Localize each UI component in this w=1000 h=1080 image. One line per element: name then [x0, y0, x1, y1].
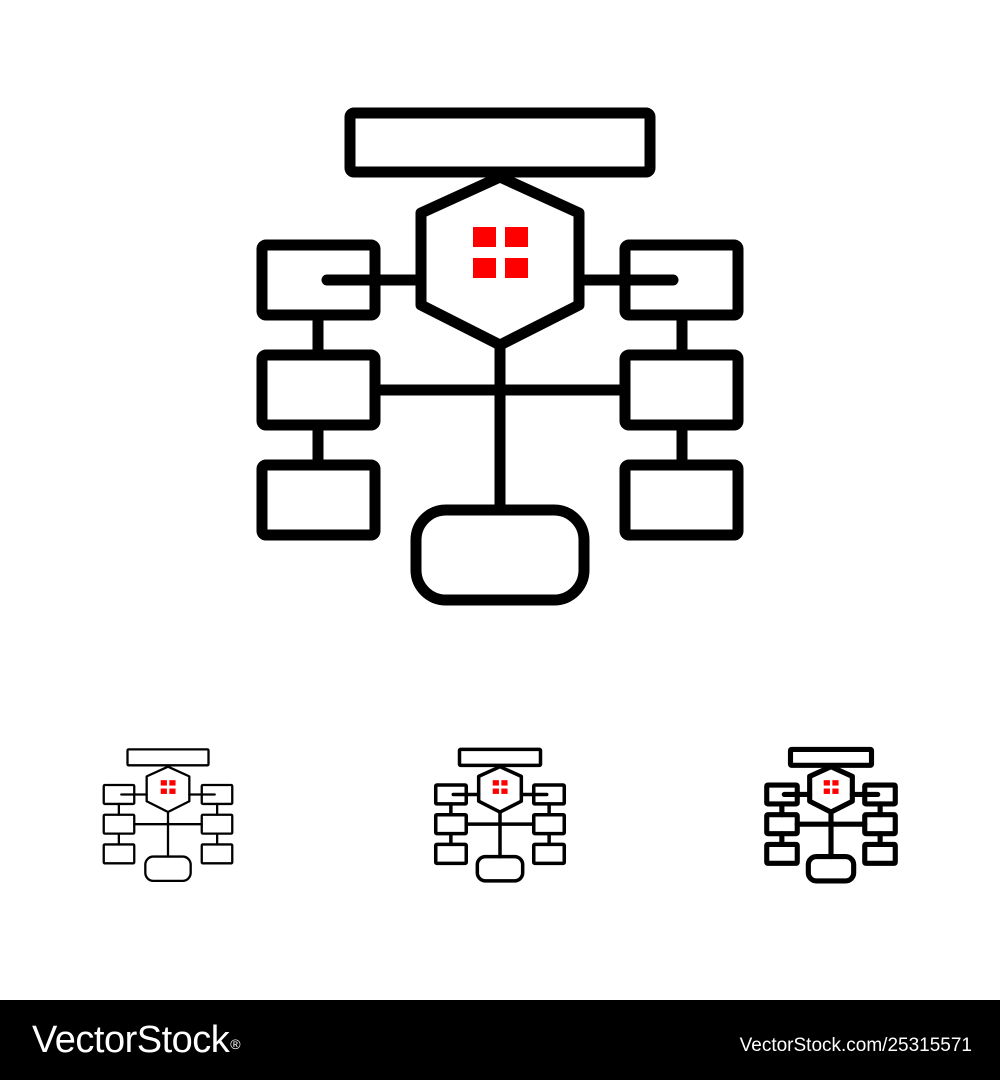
icon-canvas — [102, 0, 1000, 1000]
watermark-footer: VectorStock® VectorStock.com/25315571 — [0, 1000, 1000, 1080]
icon-artboard — [102, 0, 1000, 1000]
brand-name: VectorStock — [32, 1019, 230, 1061]
registered-mark: ® — [230, 1036, 241, 1052]
image-id-text: VectorStock.com/25315571 — [739, 1035, 972, 1056]
brand-logo: VectorStock® — [32, 1018, 241, 1062]
flowchart-icon — [262, 113, 738, 600]
flowchart-icon — [767, 749, 896, 880]
flowchart-icon — [102, 748, 234, 883]
flowchart-icon — [433, 747, 567, 883]
